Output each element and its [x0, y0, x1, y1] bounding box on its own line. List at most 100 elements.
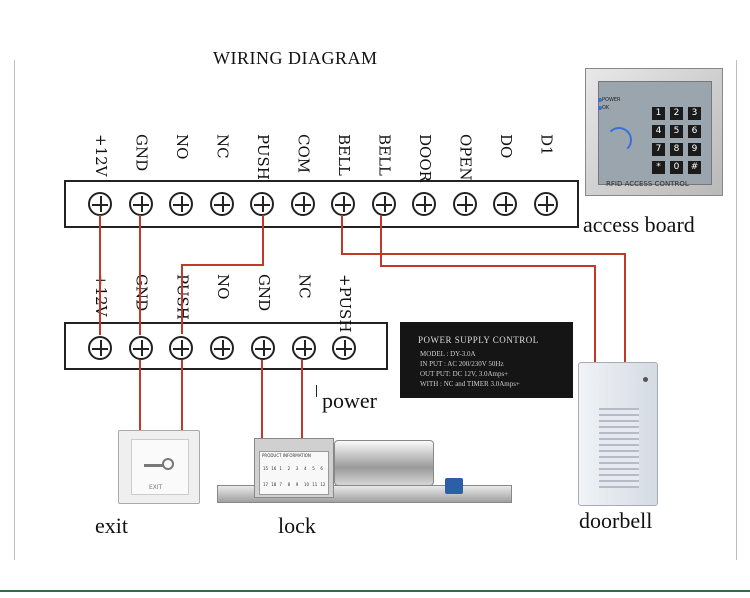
lock-terminal-number: 2 [287, 466, 291, 471]
key-icon-head [162, 458, 174, 470]
lock-terminal-number: 16 [271, 466, 277, 471]
access-board-terminal-screw [169, 192, 193, 216]
wire-push-down [181, 264, 183, 334]
keypad-key: 5 [670, 125, 683, 138]
lock-terminal-number: 5 [312, 466, 315, 471]
wire-gnd [139, 215, 141, 335]
power-terminal-label: GND [254, 274, 273, 312]
access-board-terminal-screw [412, 192, 436, 216]
wire-12v [99, 215, 101, 335]
lock-terminal-number: 17 [263, 482, 269, 487]
frame-left-line [14, 60, 15, 560]
wire-bell1-horizontal [341, 253, 626, 255]
access-board-terminal-screw [493, 192, 517, 216]
doorbell-led [643, 377, 648, 382]
lock-terminal-number: 15 [263, 466, 269, 471]
exit-button-device: EXIT [118, 430, 200, 504]
wire-bell2-to-doorbell [594, 265, 596, 365]
power-spec-output: OUT PUT: DC 12V, 3.0Amps+ [420, 370, 509, 378]
wire-bell2-horizontal [380, 265, 596, 267]
lock-caption: lock [278, 513, 316, 538]
power-terminal-screw [291, 336, 316, 360]
exit-button-text: EXIT [149, 484, 163, 491]
lock-terminal-number: 18 [271, 482, 277, 487]
lock-terminal-number: 9 [295, 482, 299, 487]
lock-terminal-number: 4 [304, 466, 307, 471]
power-spec-model: MODEL : DY-3.0A [420, 350, 476, 358]
keypad-key: 3 [688, 107, 701, 120]
exit-caption: exit [95, 513, 128, 538]
lock-cylinder [334, 440, 434, 486]
keypad-key: * [652, 161, 665, 174]
power-terminal-label: NO [214, 274, 233, 300]
status-ok-label: OK [602, 105, 610, 111]
access-board-terminal-label: NC [213, 134, 232, 159]
lock-terminal-number: 7 [279, 482, 282, 487]
access-board-caption: access board [583, 212, 695, 237]
power-terminal-screw [128, 336, 153, 360]
keypad-key: 9 [688, 143, 701, 156]
power-terminal-screw [169, 336, 194, 360]
lock-terminal-number: 6 [320, 466, 323, 471]
frame-right-line [736, 60, 737, 560]
access-board-terminal-screw [533, 192, 558, 216]
wire-push-horizontal [181, 264, 264, 266]
wire-bell1-to-doorbell [624, 253, 626, 365]
lock-terminal-number: 11 [312, 482, 318, 487]
status-power-label: POWER [602, 97, 621, 103]
lock-terminal-number: 8 [287, 482, 291, 487]
access-board-terminal-screw [452, 192, 477, 216]
key-icon [144, 464, 164, 467]
access-board-terminal-screw [371, 192, 396, 216]
exit-button-face: EXIT [131, 439, 189, 495]
access-board-terminal-label: PUSH [254, 134, 272, 180]
power-terminal-screw [210, 336, 235, 360]
access-board-terminal-label: NO [173, 134, 191, 160]
wire-exit-gnd [139, 360, 141, 432]
diagram-title: WIRING DIAGRAM [213, 48, 378, 68]
access-board-terminal-label: GND [132, 134, 151, 172]
power-terminal-label: +12V [92, 274, 110, 317]
access-board-terminal-label: DOOR [416, 134, 434, 182]
access-board-terminal-label: BELL [335, 134, 353, 176]
rfid-wave-icon [606, 127, 632, 153]
wire-bell2-down [380, 215, 382, 267]
access-board-terminal-screw [128, 192, 153, 216]
keypad-key: 6 [688, 125, 701, 138]
keypad-key: 0 [670, 161, 683, 174]
power-caption-tick [316, 385, 317, 397]
power-caption: power [322, 388, 377, 413]
lock-connector [445, 478, 463, 494]
lock-info-title: PRODUCT INFORMATION [262, 453, 311, 458]
power-supply-label-plate: POWER SUPPLY CONTROL MODEL : DY-3.0A IN … [400, 322, 573, 398]
status-led-power [598, 98, 602, 102]
access-board-terminal-label: OPEN [456, 134, 475, 181]
access-board-terminal-label: BELL [375, 134, 394, 176]
status-led-ok [598, 106, 602, 110]
access-board-terminal-label: D1 [537, 134, 556, 156]
access-board-terminal-label: +12V [92, 134, 110, 177]
keypad-key: 2 [670, 107, 683, 120]
power-spec-input: IN PUT : AC 200/230V 50Hz [420, 360, 504, 368]
keypad-key: # [688, 161, 701, 174]
access-board-terminal-screw [250, 192, 274, 216]
power-terminal-screw [332, 336, 357, 360]
wire-exit-push [181, 360, 183, 432]
keypad-key: 1 [652, 107, 665, 120]
access-board-terminal-screw [331, 192, 355, 216]
power-terminal-screw [250, 336, 275, 360]
doorbell-caption: doorbell [579, 508, 653, 533]
wire-lock-nc [301, 360, 303, 440]
power-terminal-label: GND [132, 274, 151, 312]
keypad-key: 8 [670, 143, 683, 156]
lock-terminal-number: 1 [279, 466, 282, 471]
access-board-terminal-screw [290, 192, 315, 216]
lock-terminal-number: 10 [304, 482, 310, 487]
doorbell-device [578, 362, 658, 506]
wire-bell1-down [341, 215, 343, 255]
power-supply-title: POWER SUPPLY CONTROL [418, 335, 539, 345]
power-terminal-label: +PUSH [336, 274, 355, 333]
wire-push-top [262, 215, 264, 265]
